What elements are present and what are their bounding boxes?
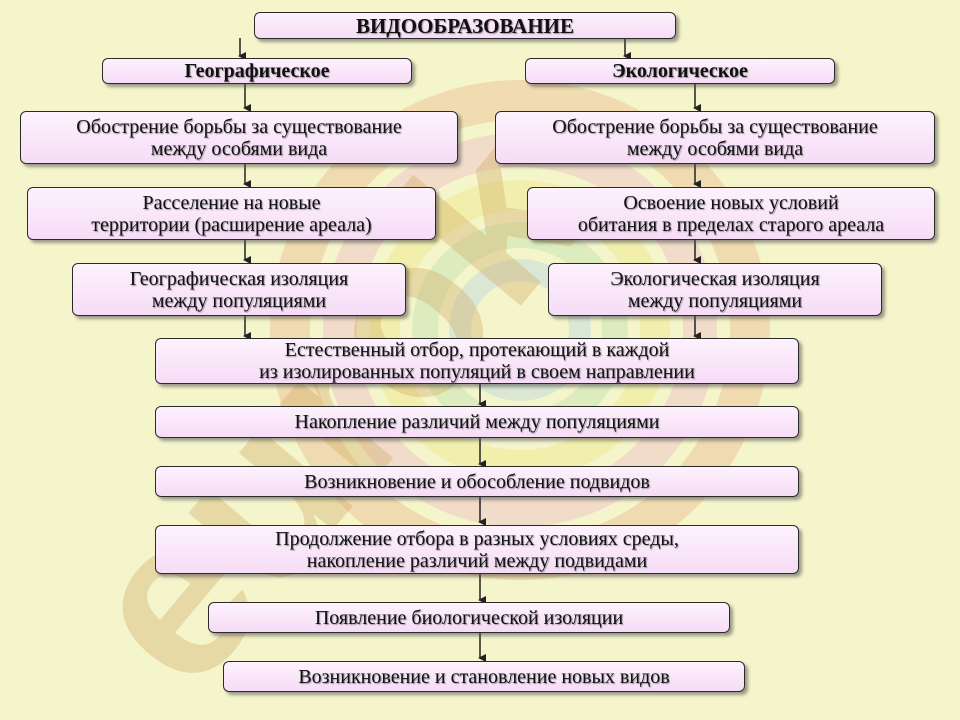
common-step-5: Появление биологической изоляции [208,602,730,633]
common-step-1: Естественный отбор, протекающий в каждой… [155,338,799,384]
common-step-2: Накопление различий между популяциями [155,406,799,438]
branch-ecological: Экологическое [525,58,835,84]
title-label: ВИДООБРАЗОВАНИЕ [355,13,575,38]
common-step-1-label: Естественный отбор, протекающий в каждой… [259,339,695,383]
common-step-3-label: Возникновение и обособление подвидов [304,470,650,493]
right-step-3-label: Экологическая изоляция между популяциями [610,267,820,312]
left-step-1: Обострение борьбы за существование между… [20,111,458,164]
common-step-6: Возникновение и становление новых видов [223,661,745,692]
left-step-2-label: Расселение на новые территории (расширен… [91,191,372,236]
right-step-1: Обострение борьбы за существование между… [495,111,935,164]
common-step-6-label: Возникновение и становление новых видов [298,665,670,688]
common-step-3: Возникновение и обособление подвидов [155,466,799,497]
branch-ecological-label: Экологическое [612,60,748,82]
common-step-5-label: Появление биологической изоляции [314,606,624,629]
left-step-3-label: Географическая изоляция между популяциям… [129,267,349,312]
right-step-1-label: Обострение борьбы за существование между… [552,115,878,160]
right-step-2-label: Освоение новых условий обитания в предел… [577,191,885,236]
common-step-2-label: Накопление различий между популяциями [294,411,660,433]
common-step-4-label: Продолжение отбора в разных условиях сре… [275,527,679,572]
right-step-3: Экологическая изоляция между популяциями [548,263,882,316]
left-step-1-label: Обострение борьбы за существование между… [76,115,402,160]
branch-geographic: Географическое [102,58,412,84]
left-step-2: Расселение на новые территории (расширен… [27,187,436,240]
branch-geographic-label: Географическое [184,60,330,82]
common-step-4: Продолжение отбора в разных условиях сре… [155,525,799,574]
right-step-2: Освоение новых условий обитания в предел… [527,187,935,240]
left-step-3: Географическая изоляция между популяциям… [72,263,406,316]
title-box: ВИДООБРАЗОВАНИЕ [254,12,676,39]
